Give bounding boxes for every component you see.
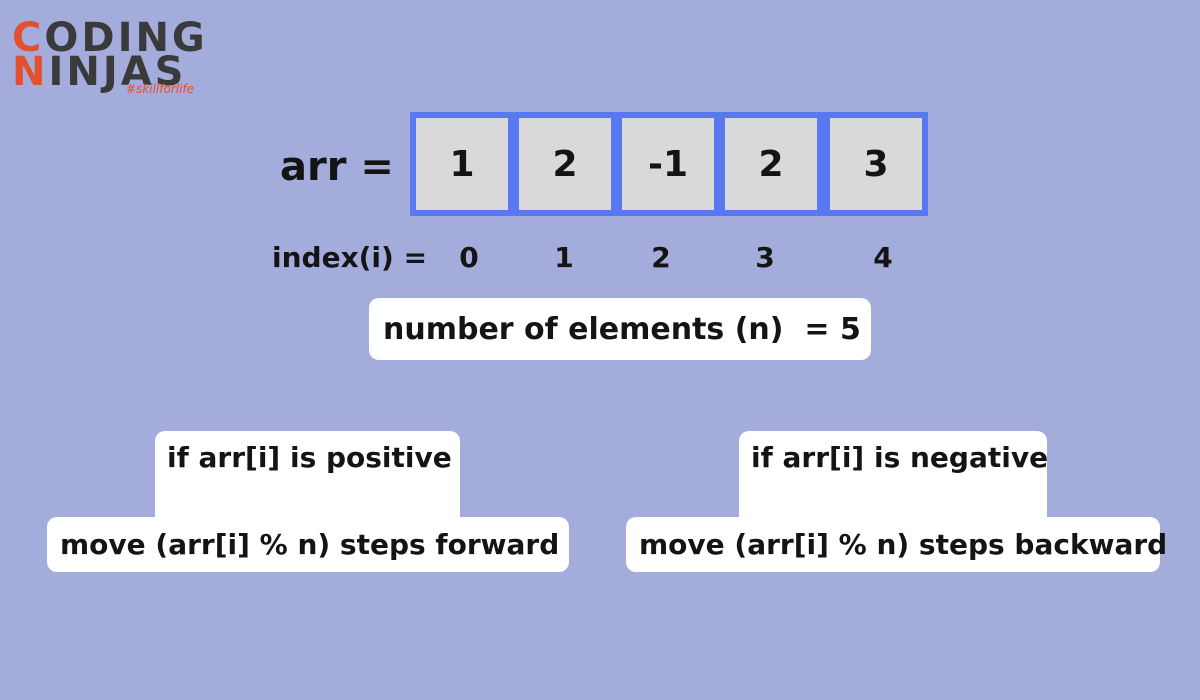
array-label: arr =	[280, 144, 394, 190]
index-0: 0	[459, 241, 479, 274]
logo-line-2-initial: N	[12, 49, 49, 95]
negative-condition-box: if arr[i] is negative	[739, 431, 1048, 527]
logo-line-1: CODING	[12, 18, 208, 58]
index-1: 1	[554, 241, 574, 274]
positive-condition-box: if arr[i] is positive	[155, 431, 460, 527]
coding-ninjas-logo: CODING NINJAS #skillforlife	[12, 18, 212, 98]
logo-line-2-rest: INJAS	[48, 49, 187, 95]
logo-line-2: NINJAS	[12, 52, 187, 92]
array-cells: 1 2 -1 2 3	[410, 112, 928, 216]
logo-line-1-rest: ODING	[44, 15, 208, 61]
negative-action-box: move (arr[i] % n) steps backward	[626, 517, 1167, 572]
logo-line-1-initial: C	[12, 15, 45, 61]
element-count-box: number of elements (n) = 5	[369, 298, 871, 360]
logo-tagline: #skillforlife	[126, 82, 195, 96]
array-cell-3: 2	[725, 118, 817, 210]
array-cell-0: 1	[416, 118, 508, 210]
index-2: 2	[651, 241, 671, 274]
array-cell-1: 2	[519, 118, 611, 210]
array-cell-2: -1	[622, 118, 714, 210]
positive-action-box: move (arr[i] % n) steps forward	[47, 517, 569, 572]
index-4: 4	[873, 241, 893, 274]
index-label: index(i) =	[272, 241, 428, 274]
index-3: 3	[755, 241, 775, 274]
array-cell-4: 3	[830, 118, 922, 210]
